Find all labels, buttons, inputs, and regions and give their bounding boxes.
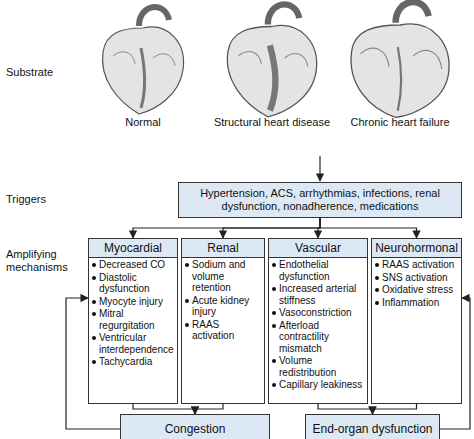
outcome-box: Congestion xyxy=(120,414,270,439)
side-label: Substrate xyxy=(6,66,76,79)
bullet-row: Capillary leakiness xyxy=(269,379,367,391)
bullet-dot xyxy=(375,301,379,305)
outcome-box: End-organ dysfunction xyxy=(305,414,440,439)
bullet-dot xyxy=(185,323,189,327)
connector-arrow xyxy=(195,404,223,414)
bullet-text: SNS activation xyxy=(382,272,448,283)
bullet-row: RAAS activation xyxy=(372,259,461,271)
bullet-dot xyxy=(375,276,379,280)
bullet-dot xyxy=(92,360,96,364)
side-label: Triggers xyxy=(6,193,76,206)
mechanism-box: VascularEndothelial dysfunctionIncreased… xyxy=(268,238,368,404)
box-text: Congestion xyxy=(161,420,230,438)
connector-arrow xyxy=(223,218,320,238)
bullet-row: SNS activation xyxy=(372,272,461,284)
bullet-text: Volume redistribution xyxy=(279,355,336,378)
box-heading: Neurohormonal xyxy=(372,239,461,258)
mechanism-box: RenalSodium and volume retentionAcute ki… xyxy=(181,238,265,404)
bullet-dot xyxy=(272,359,276,363)
bullet-text: Myocyte injury xyxy=(99,296,163,307)
bullet-dot xyxy=(272,263,276,267)
bullet-dot xyxy=(185,299,189,303)
bullet-dot xyxy=(375,288,379,292)
side-label: Normal xyxy=(98,116,188,129)
connector-arrow xyxy=(133,404,195,414)
bullet-row: Afterload contractility mismatch xyxy=(269,320,367,355)
box-heading: Renal xyxy=(182,239,264,258)
bullet-text: Diastolic dysfunction xyxy=(99,272,150,295)
substrate-arrow xyxy=(319,156,320,181)
bullet-text: Endothelial dysfunction xyxy=(279,259,330,282)
bullet-text: RAAS activation xyxy=(382,259,454,270)
connector-arrow xyxy=(133,218,320,238)
bullet-dot xyxy=(272,287,276,291)
bullet-text: Ventricular interdependence xyxy=(99,332,174,355)
bullet-text: Sodium and volume retention xyxy=(192,259,245,293)
bullet-row: Oxidative stress xyxy=(372,284,461,296)
bullet-row: Ventricular interdependence xyxy=(89,332,177,355)
bullet-row: Increased arterial stiffness xyxy=(269,283,367,306)
bullet-text: Afterload contractility mismatch xyxy=(279,320,329,354)
bullet-row: RAAS activation xyxy=(182,319,264,342)
heart-structural xyxy=(227,4,316,116)
box-text: End-organ dysfunction xyxy=(308,420,436,438)
box-text: Hypertension, ACS, arrhythmias, infectio… xyxy=(179,185,461,215)
bullet-row: Acute kidney injury xyxy=(182,295,264,318)
bullet-dot xyxy=(185,263,189,267)
bullet-row: Myocyte injury xyxy=(89,296,177,308)
bullet-dot xyxy=(92,300,96,304)
trigger-box: Hypertension, ACS, arrhythmias, infectio… xyxy=(178,182,462,218)
bullet-dot xyxy=(92,312,96,316)
box-heading: Myocardial xyxy=(89,239,177,258)
bullet-dot xyxy=(375,263,379,267)
side-label: Amplifying mechanisms xyxy=(6,248,78,274)
bullet-row: Sodium and volume retention xyxy=(182,259,264,294)
mechanism-box: MyocardialDecreased CO Diastolic dysfunct… xyxy=(88,238,178,404)
box-heading: Vascular xyxy=(269,239,367,258)
bullet-row: Vasoconstriction xyxy=(269,307,367,319)
bullet-text: Vasoconstriction xyxy=(279,307,352,318)
bullet-text: Acute kidney injury xyxy=(192,295,249,318)
connector-arrow xyxy=(373,404,417,414)
connector-arrow xyxy=(320,218,417,238)
heart-normal xyxy=(102,7,183,114)
connector-arrow xyxy=(318,404,373,414)
bullet-dot xyxy=(92,336,96,340)
bullet-dot xyxy=(92,276,96,280)
bullet-row: Mitral regurgitation xyxy=(89,308,177,331)
bullet-text: Mitral regurgitation xyxy=(99,308,155,331)
bullet-text: Capillary leakiness xyxy=(279,379,362,390)
bullet-dot xyxy=(272,383,276,387)
bullet-text: Increased arterial stiffness xyxy=(279,283,356,306)
bullet-dot xyxy=(272,311,276,315)
bullet-row: Tachycardia xyxy=(89,356,177,368)
bullet-text: Inflammation xyxy=(382,297,439,308)
mechanism-box: NeurohormonalRAAS activationSNS activati… xyxy=(371,238,462,404)
bullet-text: Oxidative stress xyxy=(382,284,453,295)
bullet-row: Endothelial dysfunction xyxy=(269,259,367,282)
bullet-text: RAAS activation xyxy=(192,319,234,342)
bullet-row: Decreased CO xyxy=(89,259,177,271)
side-label: Structural heart disease xyxy=(212,116,332,129)
bullet-dot xyxy=(272,324,276,328)
heart-failure xyxy=(351,2,449,117)
bullet-text: Tachycardia xyxy=(99,356,152,367)
bullet-dot xyxy=(92,263,96,267)
bullet-row: Volume redistribution xyxy=(269,355,367,378)
bullet-row: Inflammation xyxy=(372,297,461,309)
bullet-text: Decreased CO xyxy=(99,259,165,270)
side-label: Chronic heart failure xyxy=(344,116,456,129)
bullet-row: Diastolic dysfunction xyxy=(89,272,177,295)
